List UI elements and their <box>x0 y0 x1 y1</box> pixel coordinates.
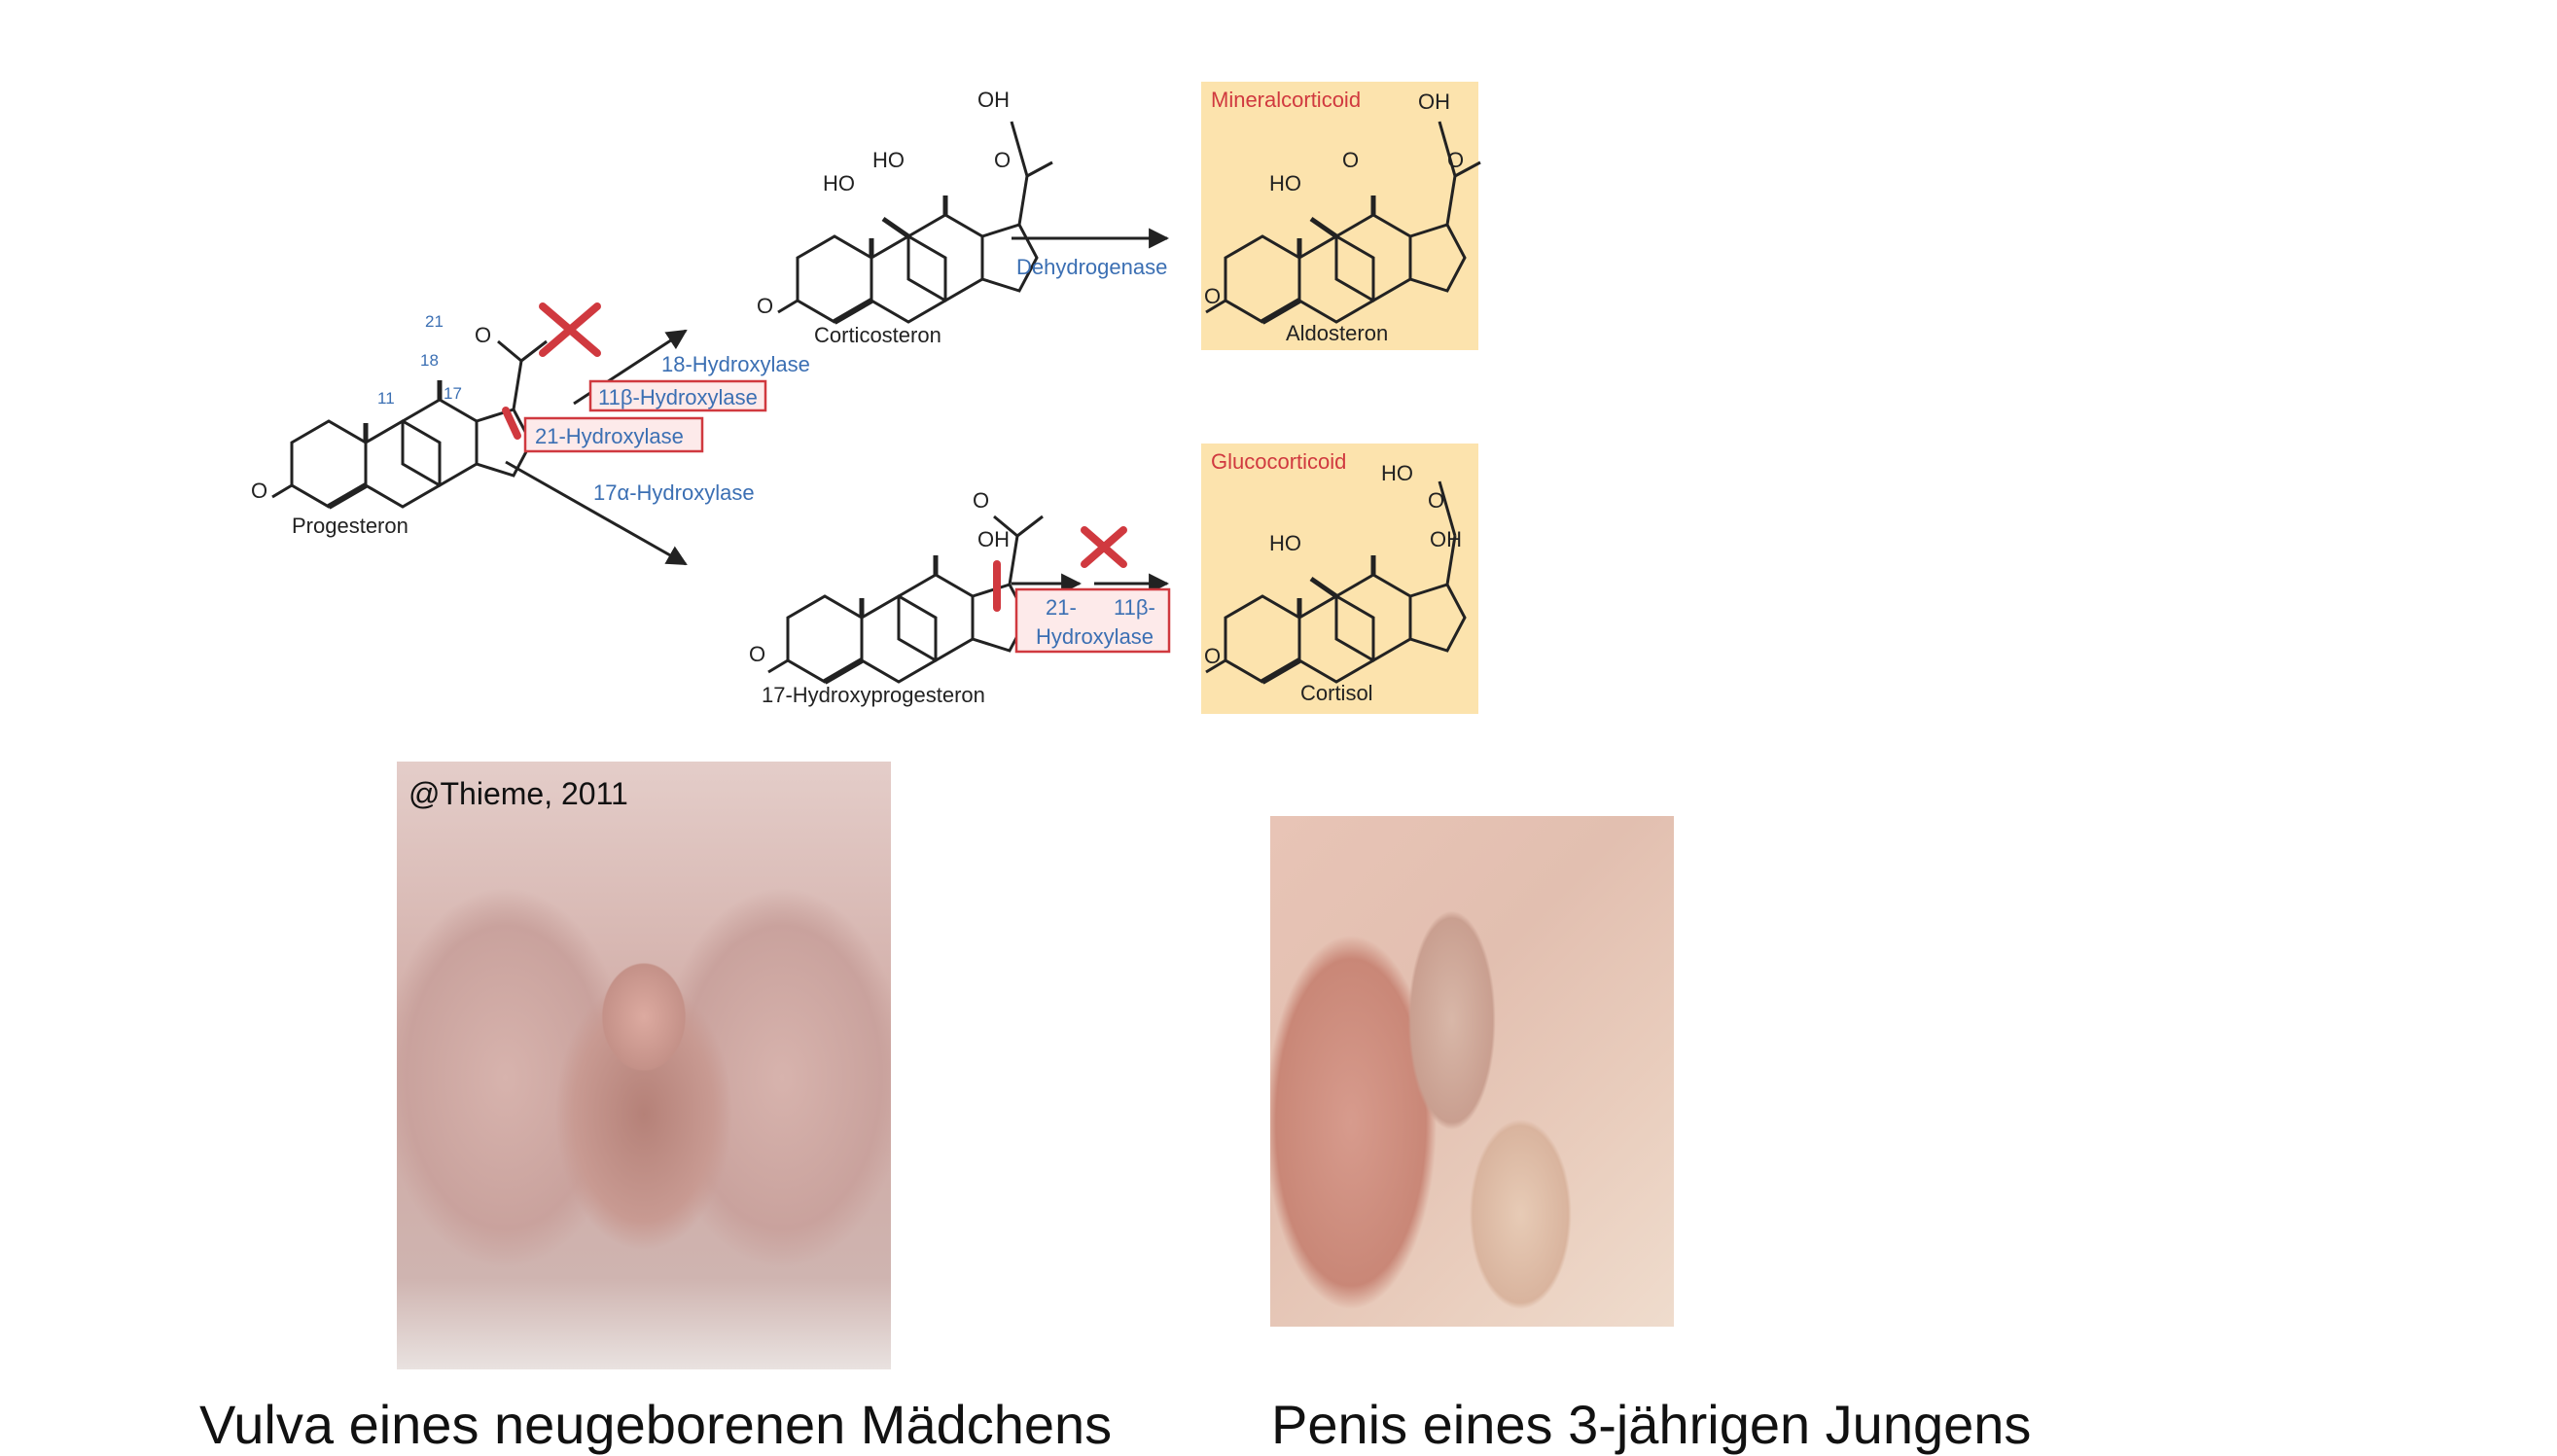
cortisol-structure <box>1206 480 1465 682</box>
atom-number-21: 21 <box>425 312 444 331</box>
atom-o2-aldosteron: O <box>1447 148 1464 172</box>
combined-hydroxylase-box <box>1014 587 1171 654</box>
label-glucocorticoid: Glucocorticoid <box>1211 449 1346 474</box>
vulva-photo <box>397 762 891 1369</box>
atom-o-progesteron-ketone: O <box>475 323 491 347</box>
mineralcorticoid-box <box>1201 82 1478 350</box>
11b-hydroxylase-box <box>588 379 767 412</box>
label-18-hydroxylase: 18-Hydroxylase <box>661 352 810 376</box>
label-corticosteron: Corticosteron <box>814 323 941 347</box>
atom-number-11: 11 <box>377 389 395 408</box>
atom-o-progesteron: O <box>251 479 267 503</box>
label-hydroxyprogesteron: 17-Hydroxyprogesteron <box>762 683 985 707</box>
21-hydroxylase-box <box>523 416 704 453</box>
atom-o-hydroxyprogesteron: O <box>749 642 765 666</box>
atom-oh-hydroxyprogesteron: OH <box>977 527 1010 551</box>
atom-ho2-corticosteron: HO <box>872 148 905 172</box>
atom-oh-aldosteron: OH <box>1418 89 1450 114</box>
caption-right: Penis eines 3-jährigen Jungens <box>1271 1394 2032 1455</box>
penis-photo <box>1270 816 1674 1327</box>
atom-aldehyde-o-aldosteron: O <box>1342 148 1359 172</box>
label-combined-hydroxylase: Hydroxylase <box>1036 624 1154 649</box>
atom-o-aldosteron: O <box>1204 284 1221 308</box>
arrow-to-hydroxyprogesteron <box>505 460 688 566</box>
atom-o2-hydroxyprogesteron: O <box>973 488 989 513</box>
atom-oh-corticosteron: OH <box>977 88 1010 112</box>
label-17a-hydroxylase: 17α-Hydroxylase <box>593 480 755 505</box>
atom-number-17: 17 <box>444 384 462 403</box>
atom-o-cortisol: O <box>1204 644 1221 668</box>
glucocorticoid-box <box>1201 444 1478 714</box>
copyright-notice: @Thieme, 2011 <box>408 776 628 811</box>
progesteron-structure <box>272 339 548 507</box>
label-11b-hydroxylase: 11β-Hydroxylase <box>598 385 758 409</box>
label-combined-21: 21- <box>1046 595 1077 620</box>
label-progesteron: Progesteron <box>292 514 408 538</box>
label-aldosteron: Aldosteron <box>1286 321 1388 345</box>
atom-o2-corticosteron: O <box>994 148 1011 172</box>
label-combined-11b: 11β- <box>1114 595 1155 620</box>
hydroxyprogesteron-structure <box>768 515 1044 682</box>
atom-ho-corticosteron: HO <box>823 171 855 195</box>
steroid-pathway-diagram: Progesteron Corticosteron Aldosteron 17-… <box>251 82 1481 714</box>
aldosteron-structure <box>1206 121 1481 322</box>
caption-left: Vulva eines neugeborenen Mädchens <box>199 1394 1113 1455</box>
atom-o-corticosteron: O <box>757 294 773 318</box>
atom-ho-aldosteron: HO <box>1269 171 1301 195</box>
label-dehydrogenase: Dehydrogenase <box>1016 255 1167 279</box>
atom-o2-cortisol: O <box>1428 488 1444 513</box>
block-cross-top <box>539 302 601 357</box>
atom-oh-cortisol: OH <box>1430 527 1462 551</box>
corticosteron-structure <box>778 121 1053 322</box>
block-bar-left <box>502 407 521 440</box>
atom-ho2-cortisol: HO <box>1381 461 1413 485</box>
atom-ho-cortisol: HO <box>1269 531 1301 555</box>
label-cortisol: Cortisol <box>1300 681 1373 705</box>
label-21-hydroxylase: 21-Hydroxylase <box>535 424 684 448</box>
block-cross-bottom <box>1081 526 1127 568</box>
atom-number-18: 18 <box>420 351 439 370</box>
label-mineralcorticoid: Mineralcorticoid <box>1211 88 1361 112</box>
